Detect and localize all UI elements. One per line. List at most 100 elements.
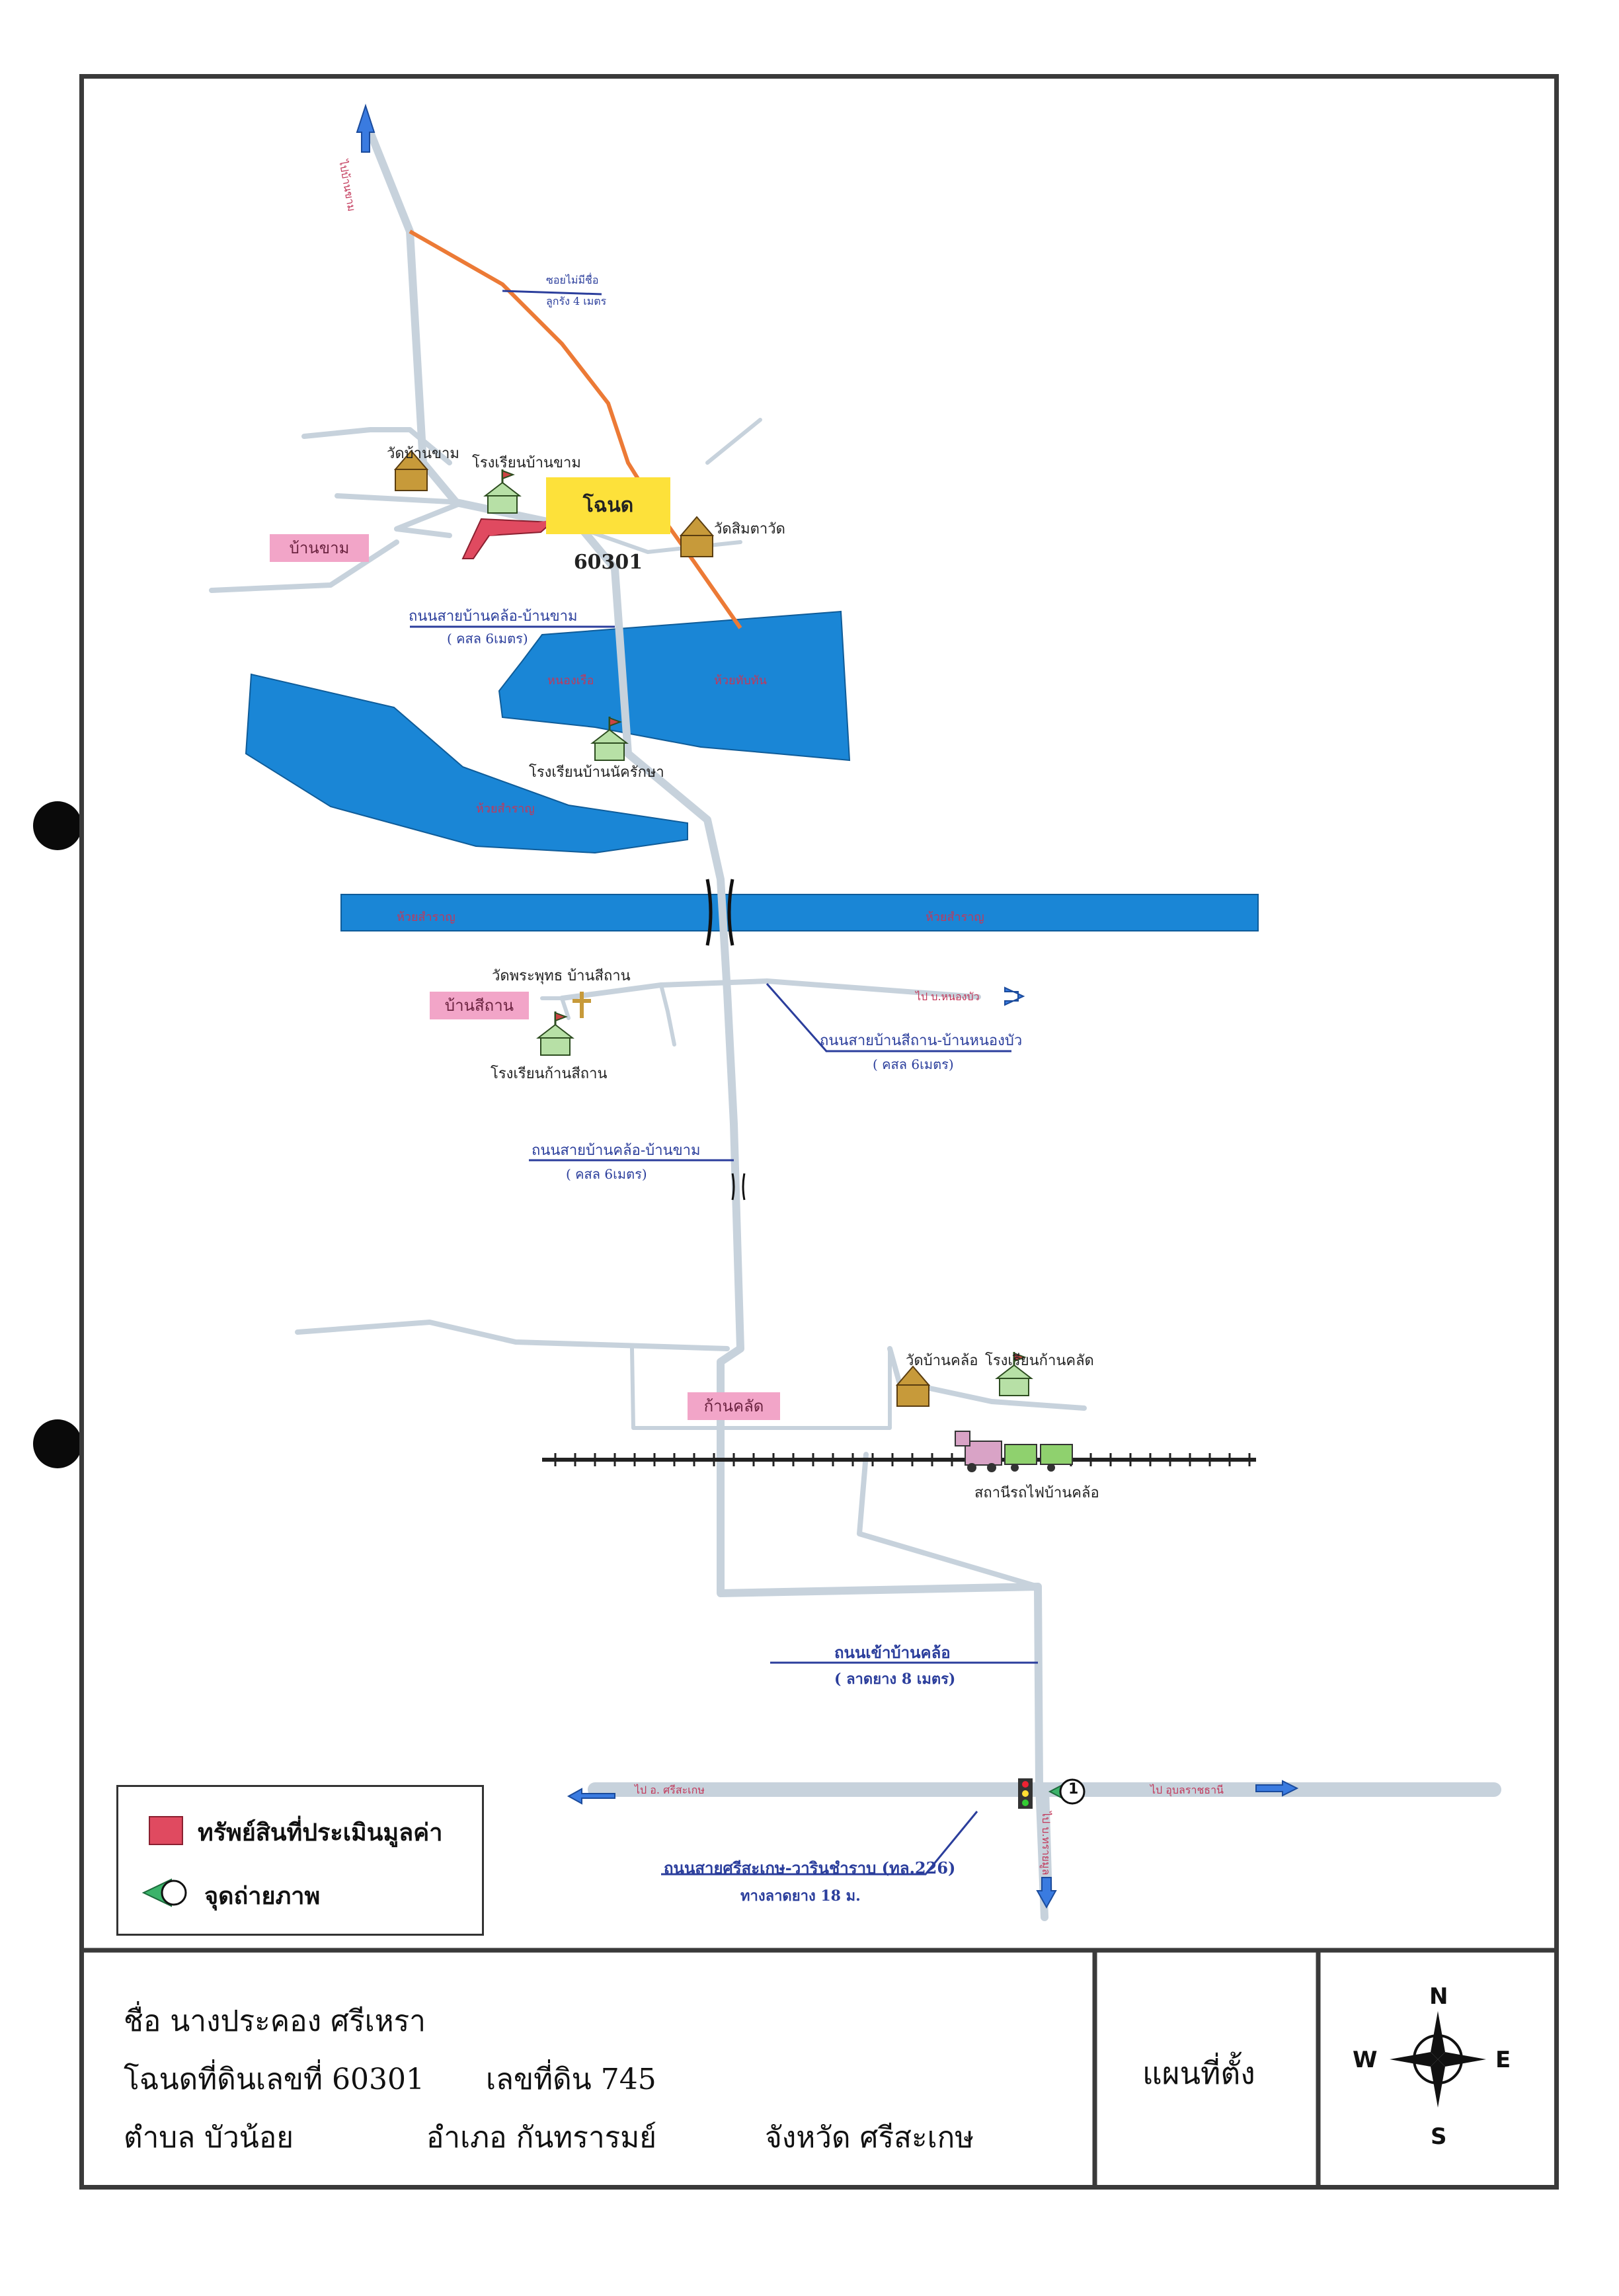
- legend: ทรัพย์สินที่ประเมินมูลค่า จุดถ่ายภาพ: [116, 1785, 484, 1936]
- road-label-khlo-kham-1: ถนนสายบ้านคล้อ-บ้านขาม: [409, 608, 578, 625]
- map-type-label: แผนที่ตั้ง: [1142, 2055, 1255, 2091]
- pond-upper: [498, 610, 851, 762]
- direction-arrows: [356, 103, 1299, 1909]
- compass: N S W E: [1321, 1950, 1554, 2185]
- village-tag-kankhlat: ก้านคลัด: [688, 1392, 780, 1420]
- road-sithan-spur: [659, 983, 676, 1047]
- road-detail-alley: ลูกรัง 4 เมตร: [546, 295, 607, 307]
- village-tag-sithan: บ้านสีถาน: [430, 992, 529, 1019]
- photo-point-marker-icon: [1048, 1778, 1086, 1805]
- temple-icons: [393, 450, 931, 1407]
- road-detail-khlo-kham-2: ( คสล 6เมตร): [566, 1166, 647, 1182]
- binder-hole-top: [33, 801, 82, 850]
- direction-label-south: ไป บ.ทรายมูล: [1040, 1811, 1052, 1876]
- school-label-nakkaksa: โรงเรียนบ้านนัครักษา: [529, 764, 664, 781]
- temple-label-bankhlo: วัดบ้านคล้อ: [906, 1353, 978, 1369]
- road-detail-sithan-nongbua: ( คสล 6เมตร): [873, 1056, 954, 1072]
- land-number: เลขที่ดิน 745: [486, 2063, 656, 2096]
- water-bodies: [245, 610, 1259, 931]
- water-label-2: ห้วยทับทัน: [714, 674, 767, 688]
- road-detail-highway: ทางลาดยาง 18 ม.: [740, 1887, 861, 1905]
- road-label-alley: ซอยไม่มีชื่อ: [546, 274, 599, 286]
- roads: [209, 128, 1501, 1921]
- arrow-north-icon: [356, 103, 375, 153]
- temple-simtawat-icon: [679, 516, 715, 557]
- temple-bankham-icon: [393, 450, 429, 491]
- temple-label-simtawat: วัดสิมตาวัด: [714, 521, 785, 537]
- direction-label-nongbua: ไป บ.หนองบัว: [916, 990, 980, 1003]
- leader-lines: [410, 290, 1038, 1876]
- road-label-sithan-nongbua: ถนนสายบ้านสีถาน-บ้านหนองบัว: [820, 1033, 1023, 1049]
- road-station-link: [887, 1346, 1087, 1411]
- road-sithan-village: [540, 996, 571, 1020]
- legend-photo-label: จุดถ่ายภาพ: [204, 1882, 321, 1910]
- compass-east: E: [1495, 2047, 1511, 2073]
- road-main-north: [366, 128, 1048, 1921]
- title-block-grid: [79, 1948, 1559, 2190]
- road-sithan-east: [559, 978, 981, 1001]
- river-label-1: ห้วยสำราญ: [397, 910, 455, 924]
- train-icon: [955, 1431, 1073, 1472]
- school-nakkaksa-icon: [590, 717, 629, 761]
- temple-label-phraphut: วัดพระพุทธ บ้านสีถาน: [492, 968, 631, 984]
- arrow-south-icon: [1036, 1877, 1057, 1909]
- road-kham-grid: [335, 493, 465, 538]
- asset-parcel: [461, 518, 554, 559]
- compass-west: W: [1353, 2047, 1378, 2073]
- school-icons: [483, 469, 1033, 1396]
- compass-north: N: [1429, 1983, 1448, 2010]
- direction-label-sisaket: ไป อ. ศรีสะเกษ: [635, 1784, 705, 1796]
- deed-title-box: โฉนด 60301: [546, 477, 670, 574]
- info-block: ชื่อ นางประคอง ศรีเหรา โฉนดที่ดินเลขที่ …: [84, 1950, 1093, 2185]
- road-detail-khlo-kham-1: ( คสล 6เมตร): [447, 631, 528, 647]
- bridge-small-icon: [731, 1173, 746, 1201]
- water-label-1: หนองเรือ: [547, 674, 594, 688]
- compass-rose-icon: [1390, 2011, 1486, 2108]
- road-ne-spur: [705, 418, 762, 465]
- binder-hole-bottom: [33, 1419, 82, 1468]
- legend-photo-icon: [141, 1878, 187, 1907]
- road-detail-khlo-entry: ( ลาดยาง 8 เมตร): [834, 1671, 956, 1688]
- photo-point-number: 1: [1068, 1781, 1079, 1798]
- temple-label-bankham: วัดบ้านขาม: [387, 446, 459, 462]
- road-label-highway: ถนนสายศรีสะเกษ-วารินชำราบ (ทล.226): [664, 1858, 956, 1878]
- road-south-spur: [857, 1452, 1041, 1589]
- legend-asset-swatch: [149, 1816, 183, 1845]
- school-sithan-icon: [536, 1011, 574, 1056]
- school-label-kankhlat: โรงเรียนก้านคลัด: [985, 1353, 1094, 1369]
- school-label-bankham: โรงเรียนบ้านขาม: [472, 455, 581, 471]
- road-lower-box: [630, 1347, 892, 1430]
- school-kankhlat-icon: [995, 1352, 1033, 1396]
- map-type-box: แผนที่ตั้ง: [1097, 1950, 1317, 2185]
- arrow-west-sisaket-icon: [567, 1788, 615, 1805]
- direction-label-ubon: ไป อุบลราชธานี: [1150, 1784, 1224, 1796]
- traffic-light-icon: [1018, 1778, 1033, 1809]
- legend-asset-label: ทรัพย์สินที่ประเมินมูลค่า: [198, 1819, 443, 1846]
- station-label: สถานีรถไฟบ้านคล้อ: [974, 1485, 1099, 1501]
- bridge-river-icon: [705, 879, 734, 946]
- pond-hongreua: [245, 673, 688, 854]
- arrow-east-nongbua-icon: [1004, 986, 1025, 1006]
- school-label-sithan: โรงเรียนก้านสีถาน: [491, 1066, 608, 1082]
- river-label-2: ห้วยสำราญ: [926, 910, 984, 924]
- map-frame: [79, 74, 1559, 2190]
- district: อำเภอ กันทรารมย์: [426, 2121, 657, 2155]
- road-top-west: [301, 427, 452, 465]
- deed-number: โฉนดที่ดินเลขที่ 60301: [124, 2063, 424, 2096]
- subdistrict: ตำบล บัวน้อย: [124, 2121, 294, 2155]
- arrow-east-ubon-icon: [1255, 1780, 1299, 1797]
- road-label-khlo-kham-2: ถนนสายบ้านคล้อ-บ้านขาม: [532, 1142, 701, 1159]
- road-lower-west: [295, 1320, 730, 1351]
- province: จังหวัด ศรีสะเกษ: [765, 2121, 974, 2155]
- compass-south: S: [1431, 2123, 1447, 2150]
- road-kham-west: [209, 539, 399, 593]
- owner-name: ชื่อ นางประคอง ศรีเหรา: [124, 2004, 426, 2038]
- road-label-khlo-entry: ถนนเข้าบ้านคล้อ: [834, 1643, 951, 1662]
- wat-phraphut-icon: [573, 992, 591, 1018]
- temple-bankhlo-icon: [895, 1365, 931, 1407]
- river-bar: [340, 894, 1259, 931]
- school-bankham-icon: [483, 469, 522, 514]
- village-tag-bankham: บ้านขาม: [270, 534, 369, 562]
- water-label-3: ห้วยสำราญ: [476, 802, 535, 816]
